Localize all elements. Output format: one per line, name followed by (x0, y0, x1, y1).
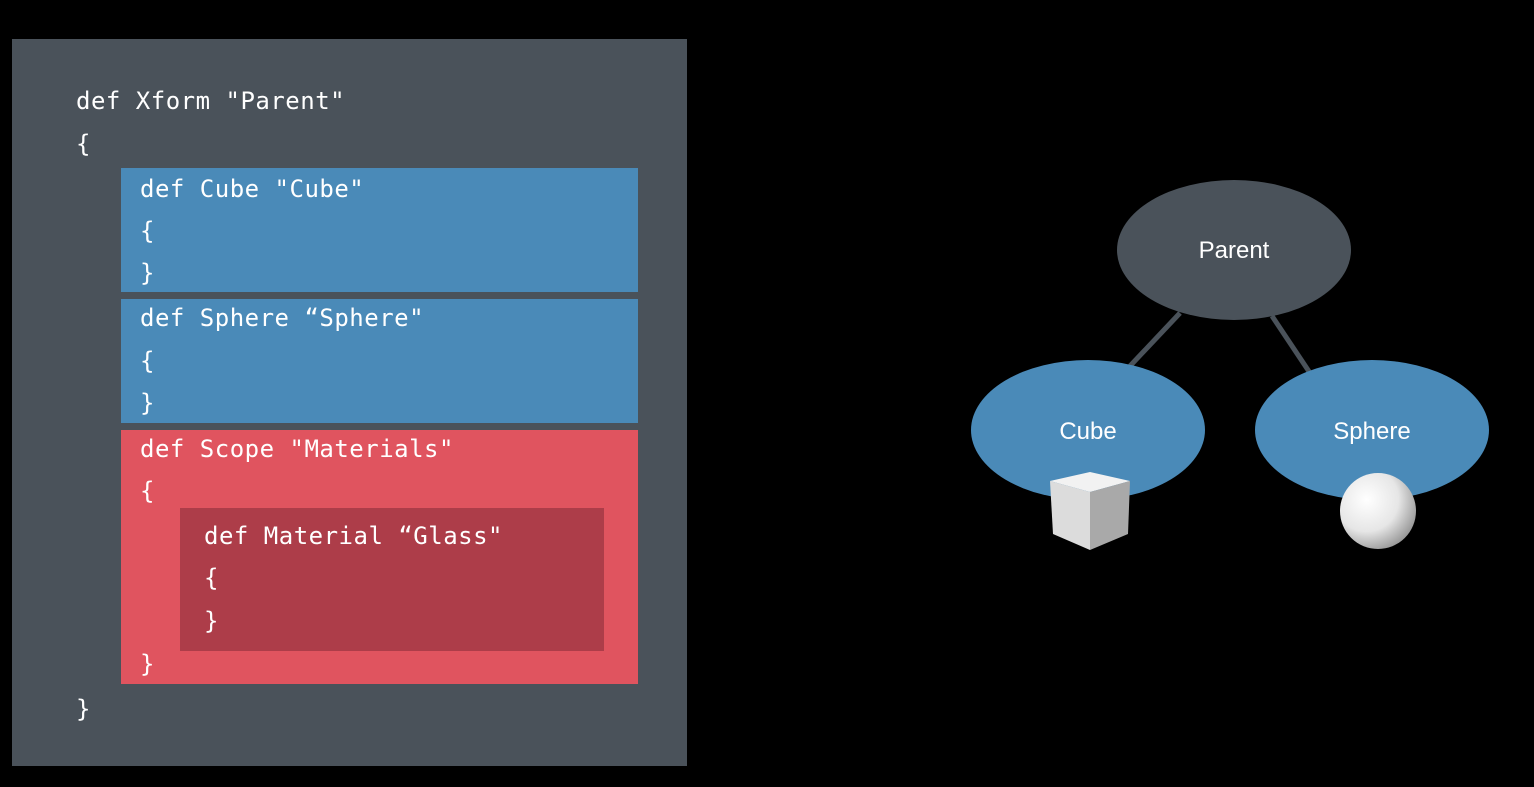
sphere-icon (1340, 473, 1416, 549)
sphere-prim-block (121, 299, 638, 423)
code-line-scope-def: def Scope "Materials" (140, 435, 454, 463)
cube-icon-top (1050, 472, 1130, 492)
sphere-icon-shape (1340, 473, 1416, 549)
node-sphere-shape (1255, 360, 1489, 500)
cube-icon-left (1050, 481, 1090, 550)
code-line-sphere-close: } (140, 389, 155, 417)
code-line-sphere-def: def Sphere “Sphere" (140, 304, 425, 332)
code-line-material-def: def Material “Glass" (204, 522, 503, 550)
cube-icon (1050, 472, 1130, 550)
code-line-xform-close: } (76, 695, 91, 723)
edge-parent-sphere (1269, 314, 1313, 375)
node-cube-shape (971, 360, 1205, 500)
code-line-xform-open: { (76, 130, 91, 158)
node-parent: Parent (1117, 180, 1351, 320)
code-line-material-close: } (204, 607, 219, 635)
node-parent-label: Parent (1199, 237, 1270, 264)
code-line-xform-def: def Xform "Parent" (76, 87, 346, 115)
code-line-material-open: { (204, 564, 219, 592)
node-sphere: Sphere (1255, 360, 1489, 500)
edge-parent-cube (1128, 311, 1182, 368)
code-panel: def Xform "Parent" { def Cube "Cube" { }… (12, 39, 687, 766)
node-sphere-label: Sphere (1333, 418, 1410, 445)
node-cube: Cube (971, 360, 1205, 500)
code-line-cube-def: def Cube "Cube" (140, 175, 365, 203)
code-line-cube-open: { (140, 217, 155, 245)
code-line-scope-open: { (140, 477, 155, 505)
node-parent-shape (1117, 180, 1351, 320)
glass-material-block (180, 508, 604, 651)
code-line-sphere-open: { (140, 347, 155, 375)
cube-icon-right (1090, 481, 1130, 550)
code-line-cube-close: } (140, 259, 155, 287)
node-cube-label: Cube (1059, 418, 1116, 445)
cube-prim-block (121, 168, 638, 292)
code-line-scope-close: } (140, 650, 155, 678)
